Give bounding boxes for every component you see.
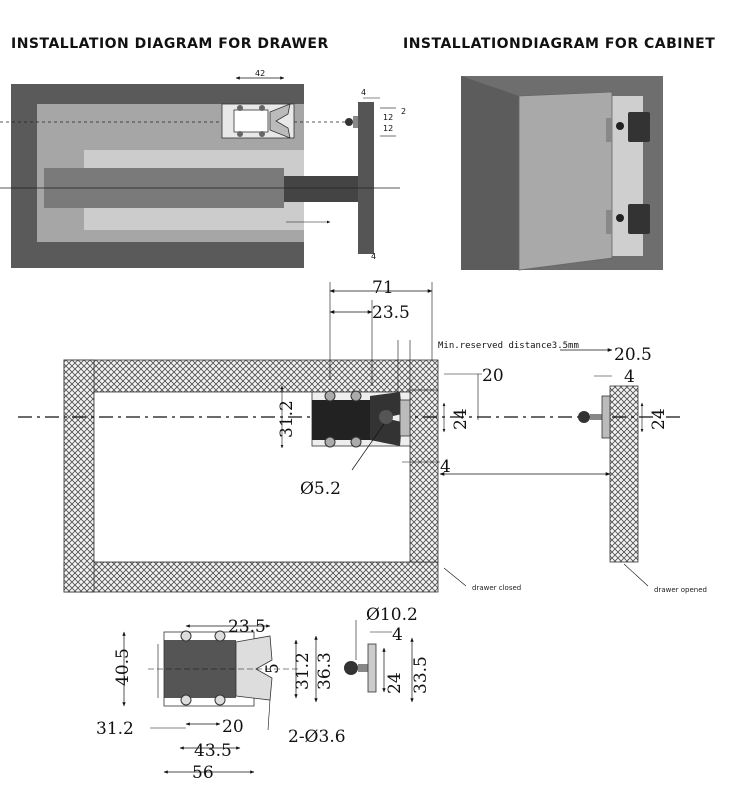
drawer-diagram-title: INSTALLATION DIAGRAM FOR DRAWER — [11, 36, 329, 52]
striker-part-drawing: Ø10.2 4 24 33.5 — [344, 605, 431, 703]
min-reserved-distance-note: Min.reserved distance3.5mm — [438, 341, 579, 351]
dim-4-top: 4 — [361, 88, 366, 97]
part-dim-31-2-left: 31.2 — [96, 719, 134, 739]
part-dim-36-3: 36.3 — [315, 652, 335, 690]
dim-42: 42 — [255, 69, 265, 78]
cabinet-installation-figure — [461, 76, 663, 271]
striker-dim-33-5: 33.5 — [411, 656, 431, 694]
part-dim-56: 56 — [192, 763, 214, 783]
part-dim-5: 5 — [263, 663, 283, 674]
dim-20-5: 20.5 — [614, 345, 652, 365]
part-dim-23-5: 23.5 — [228, 617, 266, 637]
dim-4-right: 4 — [624, 367, 635, 387]
striker-plate-opened — [578, 395, 611, 439]
part-dim-20: 20 — [222, 717, 244, 737]
striker-dim-diameter-10-2: Ø10.2 — [366, 605, 418, 625]
part-holes-diameter: 2-Ø3.6 — [288, 727, 346, 747]
dim-71: 71 — [372, 278, 394, 298]
striker-dim-4: 4 — [392, 625, 403, 645]
latch-section — [311, 390, 411, 448]
dim-2: 2 — [401, 107, 406, 116]
dim-12-b: 12 — [383, 124, 393, 133]
dim-24-right: 24 — [649, 408, 669, 430]
dim-23-5-top: 23.5 — [372, 303, 410, 323]
part-dim-43-5: 43.5 — [194, 741, 232, 761]
drawer-closed-label: drawer closed — [472, 584, 521, 592]
drawer-opened-label: drawer opened — [654, 586, 707, 594]
dim-24-left: 24 — [451, 408, 471, 430]
dim-20: 20 — [482, 366, 504, 386]
dim-31-2: 31.2 — [277, 400, 297, 438]
section-view: 71 23.5 Min.reserved distance3.5mm 20.5 … — [18, 278, 707, 594]
latch-part-drawing: 23.5 40.5 5 31.2 36.3 31.2 20 43.5 56 2-… — [96, 617, 346, 783]
dim-diameter-5-2: Ø5.2 — [300, 479, 341, 499]
cabinet-latch-lower — [616, 204, 650, 234]
cabinet-latch-upper — [616, 112, 650, 142]
cabinet-diagram-title: INSTALLATIONDIAGRAM FOR CABINET — [403, 36, 716, 52]
drawer-installation-figure: 42 4 2 12 12 4 — [0, 69, 406, 268]
dim-4-gap: 4 — [440, 457, 451, 477]
latch-top-view — [221, 103, 358, 139]
part-dim-31-2-right: 31.2 — [293, 652, 313, 690]
dim-4-bottom: 4 — [371, 252, 376, 261]
striker-dim-24: 24 — [385, 672, 405, 694]
dim-12-a: 12 — [383, 113, 393, 122]
part-dim-40-5: 40.5 — [113, 648, 133, 686]
